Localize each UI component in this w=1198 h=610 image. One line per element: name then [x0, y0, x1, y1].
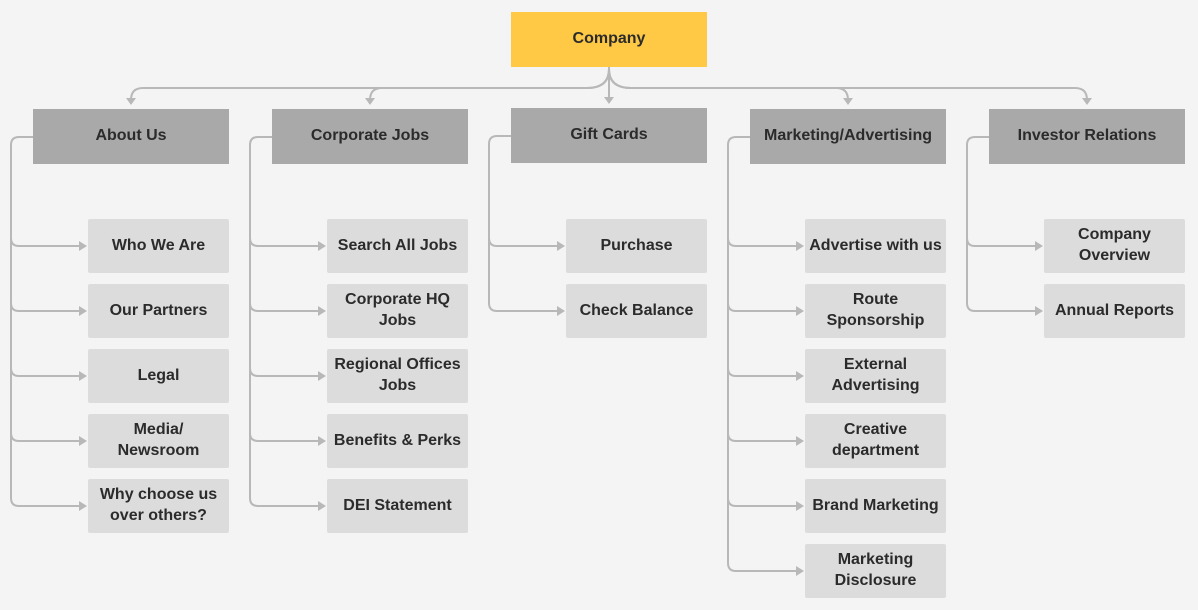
leaf-dei-statement: DEI Statement: [327, 479, 468, 533]
leaf-why-choose-us-over-others: Why choose us over others?: [88, 479, 229, 533]
leaf-who-we-are: Who We Are: [88, 219, 229, 273]
category-about-us: About Us: [33, 109, 229, 164]
leaf-company-overview: Company Overview: [1044, 219, 1185, 273]
arrow-icon: [1035, 306, 1043, 316]
leaf-brand-marketing: Brand Marketing: [805, 479, 946, 533]
connector-to-corporate-jobs: [369, 68, 610, 101]
arrow-icon: [604, 97, 614, 104]
connector-spine-corporate-jobs: [249, 136, 272, 498]
connector-to-route-sponsorship: [727, 302, 801, 312]
connector-to-dei-statement: [249, 497, 323, 507]
connector-to-purchase: [488, 237, 562, 247]
leaf-advertise-with-us: Advertise with us: [805, 219, 946, 273]
connector-to-check-balance: [488, 302, 562, 312]
arrow-icon: [318, 371, 326, 381]
arrow-icon: [1082, 98, 1092, 105]
connector-to-legal: [10, 367, 84, 377]
leaf-purchase: Purchase: [566, 219, 707, 273]
connector-to-who-we-are: [10, 237, 84, 247]
arrow-icon: [365, 98, 375, 105]
connector-spine-marketing-advertising: [727, 136, 750, 563]
category-gift-cards: Gift Cards: [511, 108, 707, 163]
arrow-icon: [557, 306, 565, 316]
connector-to-annual-reports: [966, 302, 1040, 312]
leaf-media-newsroom: Media/ Newsroom: [88, 414, 229, 468]
arrow-icon: [318, 436, 326, 446]
arrow-icon: [796, 371, 804, 381]
category-marketing-advertising: Marketing/Advertising: [750, 109, 946, 164]
arrow-icon: [557, 241, 565, 251]
leaf-search-all-jobs: Search All Jobs: [327, 219, 468, 273]
leaf-corporate-hq-jobs: Corporate HQ Jobs: [327, 284, 468, 338]
arrow-icon: [79, 306, 87, 316]
connector-to-brand-marketing: [727, 497, 801, 507]
arrow-icon: [796, 241, 804, 251]
connector-to-corporate-hq-jobs: [249, 302, 323, 312]
leaf-annual-reports: Annual Reports: [1044, 284, 1185, 338]
arrow-icon: [796, 306, 804, 316]
connector-to-our-partners: [10, 302, 84, 312]
connector-to-why-choose-us-over-others: [10, 497, 84, 507]
leaf-regional-offices-jobs: Regional Offices Jobs: [327, 349, 468, 403]
connector-to-regional-offices-jobs: [249, 367, 323, 377]
arrow-icon: [79, 501, 87, 511]
connector-spine-investor-relations: [966, 136, 989, 303]
connector-to-media-newsroom: [10, 432, 84, 442]
connector-to-search-all-jobs: [249, 237, 323, 247]
connector-to-external-advertising: [727, 367, 801, 377]
arrow-icon: [318, 241, 326, 251]
connector-spine-gift-cards: [488, 135, 511, 303]
connector-to-advertise-with-us: [727, 237, 801, 247]
leaf-route-sponsorship: Route Sponsorship: [805, 284, 946, 338]
connector-spine-about-us: [10, 136, 33, 498]
category-investor-relations: Investor Relations: [989, 109, 1185, 164]
arrow-icon: [79, 371, 87, 381]
arrow-icon: [318, 306, 326, 316]
connector-to-benefits-perks: [249, 432, 323, 442]
root-node-company: Company: [511, 12, 707, 67]
connector-to-marketing-advertising: [608, 68, 849, 101]
arrow-icon: [318, 501, 326, 511]
leaf-benefits-perks: Benefits & Perks: [327, 414, 468, 468]
arrow-icon: [79, 436, 87, 446]
connector-to-company-overview: [966, 237, 1040, 247]
arrow-icon: [79, 241, 87, 251]
arrow-icon: [843, 98, 853, 105]
connector-to-creative-department: [727, 432, 801, 442]
category-corporate-jobs: Corporate Jobs: [272, 109, 468, 164]
arrow-icon: [1035, 241, 1043, 251]
arrow-icon: [126, 98, 136, 105]
connector-to-investor-relations: [608, 68, 1088, 101]
leaf-legal: Legal: [88, 349, 229, 403]
leaf-our-partners: Our Partners: [88, 284, 229, 338]
arrow-icon: [796, 501, 804, 511]
leaf-marketing-disclosure: Marketing Disclosure: [805, 544, 946, 598]
leaf-check-balance: Check Balance: [566, 284, 707, 338]
leaf-external-advertising: External Advertising: [805, 349, 946, 403]
leaf-creative-department: Creative department: [805, 414, 946, 468]
arrow-icon: [796, 566, 804, 576]
connector-to-marketing-disclosure: [727, 562, 801, 572]
arrow-icon: [796, 436, 804, 446]
